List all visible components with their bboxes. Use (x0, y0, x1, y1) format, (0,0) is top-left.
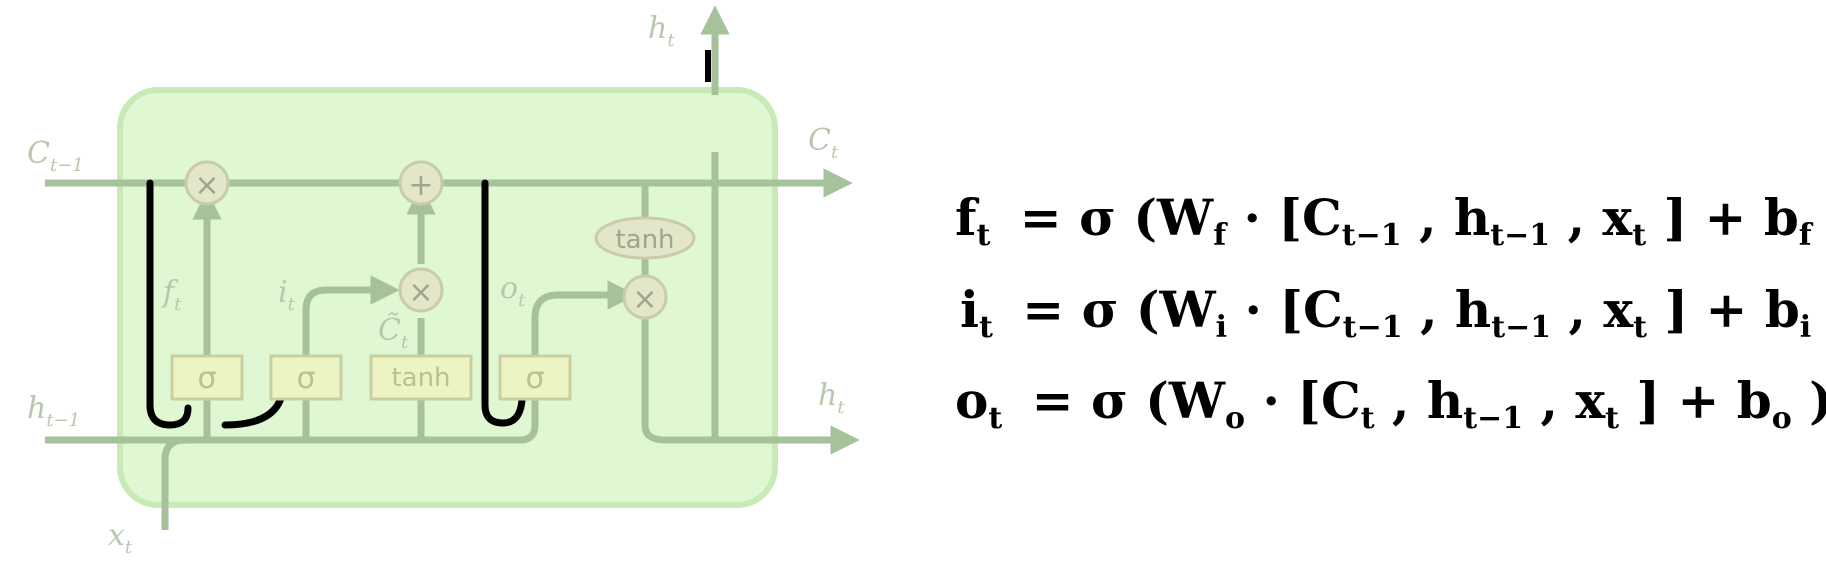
label-o-gate: ot (500, 271, 526, 311)
gate-forget-sigma: σ (170, 354, 244, 401)
label-c-prev: Ct−1 (27, 136, 84, 176)
lstm-cell-body (117, 87, 778, 508)
op-input-multiply: × (398, 267, 444, 313)
gate-candidate-tanh: tanh (369, 354, 473, 401)
sigma-symbol: σ (525, 361, 544, 396)
label-c-tilde: C̃t (378, 313, 409, 353)
multiply-symbol: × (408, 275, 433, 310)
gate-output-sigma: σ (498, 354, 572, 401)
gate-input-sigma: σ (269, 354, 343, 401)
tanh-text: tanh (391, 363, 450, 393)
equations-block: ft = σ (Wf · [Ct−1 , ht−1 , xt ] + bf ) … (955, 188, 1826, 440)
multiply-symbol: × (632, 282, 657, 317)
equation-input-gate: it = σ (Wi · [Ct−1 , ht−1 , xt ] + bi ) (960, 280, 1826, 349)
label-h-prev: ht−1 (27, 391, 80, 431)
op-tanh-ellipse: tanh (594, 216, 696, 260)
multiply-symbol: × (194, 168, 219, 203)
sigma-symbol: σ (296, 361, 315, 396)
label-i-gate: it (278, 275, 296, 315)
op-forget-multiply: × (184, 160, 230, 206)
label-h-out-right: ht (818, 378, 845, 418)
label-x-in: xt (108, 518, 133, 558)
label-c-next: Ct (808, 123, 839, 163)
op-add: + (398, 160, 444, 206)
hidden-input-line (45, 400, 539, 530)
op-output-multiply: × (622, 274, 668, 320)
equation-forget-gate: ft = σ (Wf · [Ct−1 , ht−1 , xt ] + bf ) (955, 188, 1826, 257)
tanh-text: tanh (615, 225, 674, 255)
add-symbol: + (408, 168, 433, 203)
sigma-symbol: σ (197, 361, 216, 396)
label-h-out-top: ht (648, 11, 675, 51)
equation-output-gate: ot = σ (Wo · [Ct , ht−1 , xt ] + bo ) (955, 371, 1826, 440)
